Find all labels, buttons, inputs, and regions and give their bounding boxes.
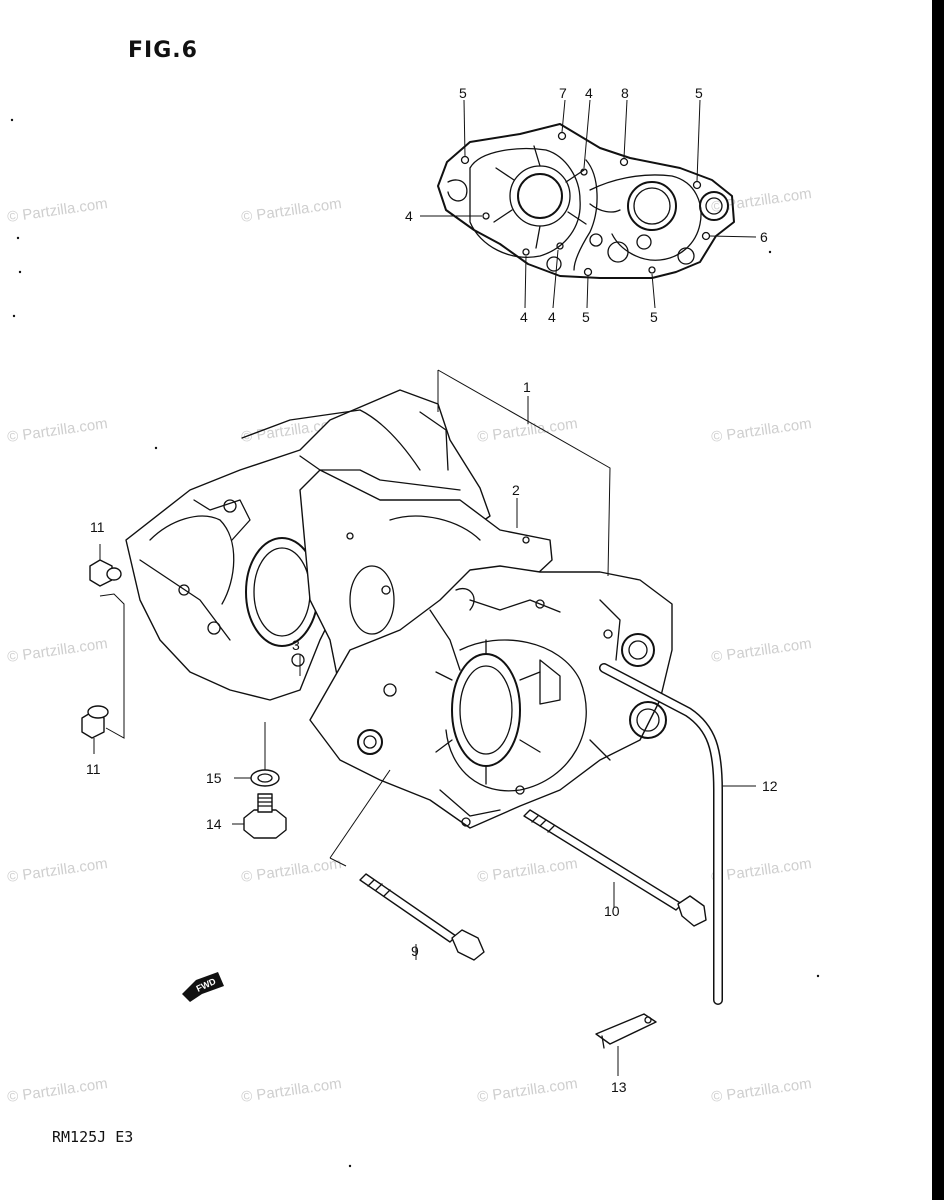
callout-7: 7	[559, 85, 567, 101]
callout-5: 5	[459, 85, 467, 101]
watermark: © Partzilla.com	[476, 855, 578, 886]
bolt-9	[329, 769, 485, 961]
callout-1: 1	[523, 379, 531, 395]
crankcase-right-half	[309, 565, 673, 829]
watermark: © Partzilla.com	[240, 195, 342, 226]
right-edge-bar	[932, 0, 944, 1200]
watermark: © Partzilla.com	[6, 1075, 108, 1106]
watermark: © Partzilla.com	[710, 635, 812, 666]
callout-15: 15	[206, 770, 222, 786]
breather-hose-12	[599, 663, 756, 1005]
model-code: RM125J E3	[52, 1128, 134, 1146]
watermark: © Partzilla.com	[710, 1075, 812, 1106]
watermark: © Partzilla.com	[240, 855, 342, 886]
crankcase-face-detail	[420, 99, 757, 309]
nut-11-lower	[81, 705, 109, 754]
watermark: © Partzilla.com	[710, 855, 812, 886]
callout-5: 5	[695, 85, 703, 101]
watermark: © Partzilla.com	[476, 1075, 578, 1106]
callout-6: 6	[760, 229, 768, 245]
clamp-13	[595, 1013, 657, 1076]
callout-11: 11	[90, 519, 105, 535]
callout-4: 4	[520, 309, 528, 325]
washer-15	[234, 722, 280, 787]
callout-5: 5	[650, 309, 658, 325]
drain-plug-14	[232, 793, 287, 839]
watermark: © Partzilla.com	[6, 195, 108, 226]
callout-14: 14	[206, 816, 222, 832]
watermark: © Partzilla.com	[240, 1075, 342, 1106]
callout-13: 13	[611, 1079, 627, 1095]
callout-3: 3	[292, 637, 300, 653]
watermark: © Partzilla.com	[6, 415, 108, 446]
figure-title: FIG.6	[128, 38, 198, 63]
forward-arrow-icon: FWD	[182, 972, 224, 1002]
callout-9: 9	[411, 943, 419, 959]
callouts: 5 7 4 8 5 4 6 4 4 5 5 1 2 3 11 11 12 15 …	[86, 85, 778, 1095]
callout-2: 2	[512, 482, 520, 498]
callout-5: 5	[582, 309, 590, 325]
assembly-bracket	[437, 369, 611, 577]
callout-4: 4	[548, 309, 556, 325]
callout-10: 10	[604, 903, 620, 919]
bolt-10	[523, 809, 707, 927]
scan-specks	[10, 118, 820, 1168]
callout-8: 8	[621, 85, 629, 101]
nut-11-upper	[89, 544, 122, 587]
watermark: © Partzilla.com	[710, 415, 812, 446]
callout-4: 4	[405, 208, 413, 224]
watermark: © Partzilla.com	[6, 855, 108, 886]
watermark: © Partzilla.com	[6, 635, 108, 666]
leader-11-bracket	[99, 593, 125, 739]
callout-12: 12	[762, 778, 778, 794]
callout-11: 11	[86, 761, 101, 777]
callout-4: 4	[585, 85, 593, 101]
